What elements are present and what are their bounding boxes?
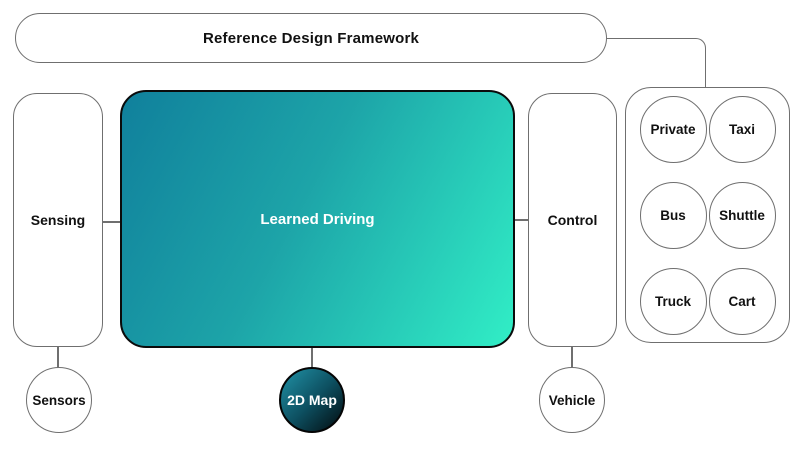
framework-node: Reference Design Framework xyxy=(15,13,607,63)
control-node: Control xyxy=(528,93,617,347)
connector-learned-to-map xyxy=(311,348,313,368)
vehicle-type-label: Cart xyxy=(728,293,756,309)
vehicle-label: Vehicle xyxy=(548,392,596,408)
connector-learned-to-control xyxy=(515,219,528,221)
vehicle-type-label: Taxi xyxy=(728,121,755,137)
map-2d-node: 2D Map xyxy=(279,367,345,433)
vehicle-type-circle-bus: Bus xyxy=(639,181,707,249)
connector-sensing-to-sensors xyxy=(57,347,59,368)
connector-sensing-to-learned xyxy=(103,221,120,223)
vehicle-type-circle-shuttle: Shuttle xyxy=(708,181,776,249)
learned-driving-node: Learned Driving xyxy=(120,90,515,348)
learned-driving-label: Learned Driving xyxy=(260,210,375,228)
framework-label: Reference Design Framework xyxy=(202,29,420,47)
sensors-label: Sensors xyxy=(32,392,86,408)
map-2d-label: 2D Map xyxy=(287,392,337,408)
vehicle-type-label: Truck xyxy=(654,293,692,309)
vehicle-type-circle-taxi: Taxi xyxy=(708,95,776,163)
vehicle-type-label: Shuttle xyxy=(719,207,765,223)
sensing-label: Sensing xyxy=(30,212,86,228)
vehicle-type-circle-truck: Truck xyxy=(639,267,707,335)
vehicle-node: Vehicle xyxy=(539,367,605,433)
connector-framework-to-types xyxy=(607,38,706,87)
vehicle-type-label: Bus xyxy=(660,207,686,223)
control-label: Control xyxy=(547,212,598,228)
connector-control-to-vehicle xyxy=(571,347,573,368)
vehicle-types-group: Private Taxi Bus Shuttle Truck Cart xyxy=(625,87,790,343)
vehicle-type-circle-cart: Cart xyxy=(708,267,776,335)
vehicle-type-label: Private xyxy=(650,121,696,137)
vehicle-type-circle-private: Private xyxy=(639,95,707,163)
sensors-node: Sensors xyxy=(26,367,92,433)
sensing-node: Sensing xyxy=(13,93,103,347)
